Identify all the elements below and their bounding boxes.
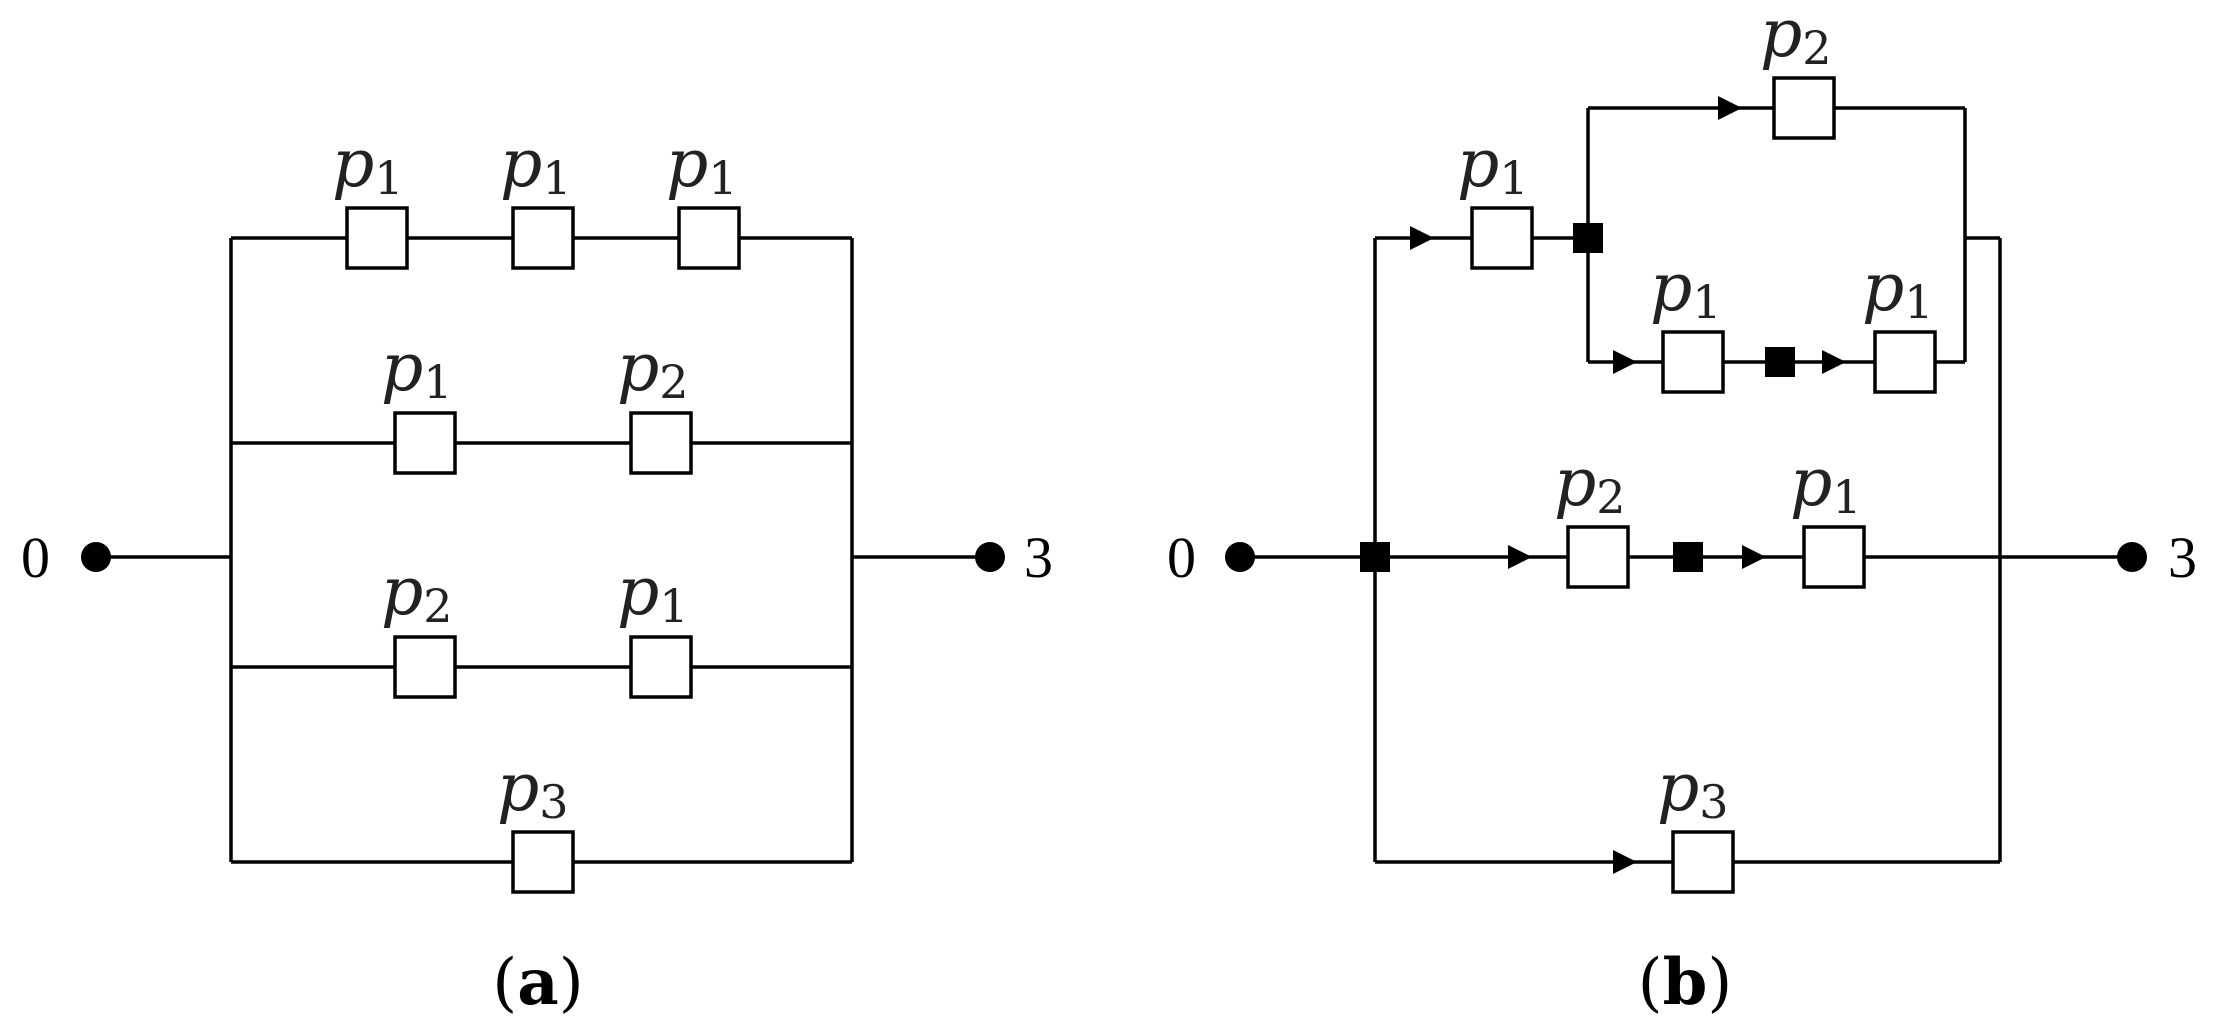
element-label: p2 [1554,444,1626,524]
element-box [393,411,457,475]
terminal-a-end [975,542,1005,572]
panel-a: 0 3 p1 p1 p1 p1 p2 p2 p1 p3 (a) [21,125,1053,1020]
element-label: p2 [617,329,689,409]
element-label: p3 [1657,749,1729,829]
element-box [393,635,457,699]
element-label: p1 [1790,444,1862,524]
element-box [677,206,741,270]
node-label-a-start: 0 [21,525,50,590]
element-box [1566,525,1630,589]
element-box [1873,330,1937,394]
element-box [1661,330,1725,394]
junction-node [1360,542,1390,572]
panel-b: 0 3 p1 p2 p1 p1 p2 p1 p3 (b) [1167,0,2197,1020]
element-box [511,206,575,270]
element-box [345,206,409,270]
element-label: p3 [497,749,569,829]
element-label: p1 [381,329,453,409]
node-label-b-end: 3 [2168,525,2197,590]
arrow-icon [1410,226,1434,250]
terminal-b-start [1225,542,1255,572]
arrow-icon [1742,545,1766,569]
node-label-b-start: 0 [1167,525,1196,590]
caption-b: (b) [1638,945,1733,1020]
junction-node [1673,542,1703,572]
element-label: p1 [1862,249,1934,329]
element-box [1671,830,1735,894]
element-box [1470,206,1534,270]
arrow-icon [1508,545,1532,569]
junction-node [1573,223,1603,253]
element-label: p2 [1760,0,1832,75]
element-label: p2 [381,553,453,633]
element-label: p1 [332,125,404,205]
caption-a: (a) [492,945,583,1020]
element-box [511,830,575,894]
element-box [1802,525,1866,589]
element-box [629,411,693,475]
arrow-icon [1613,350,1637,374]
element-box [629,635,693,699]
element-label: p1 [666,125,738,205]
arrow-icon [1718,96,1742,120]
terminal-a-start [81,542,111,572]
element-label: p1 [1650,249,1722,329]
junction-node [1765,347,1795,377]
terminal-b-end [2117,542,2147,572]
node-label-a-end: 3 [1024,525,1053,590]
arrow-icon [1822,350,1846,374]
arrow-icon [1613,850,1637,874]
element-box [1772,76,1836,140]
element-label: p1 [500,125,572,205]
element-label: p1 [617,553,689,633]
element-label: p1 [1457,125,1529,205]
